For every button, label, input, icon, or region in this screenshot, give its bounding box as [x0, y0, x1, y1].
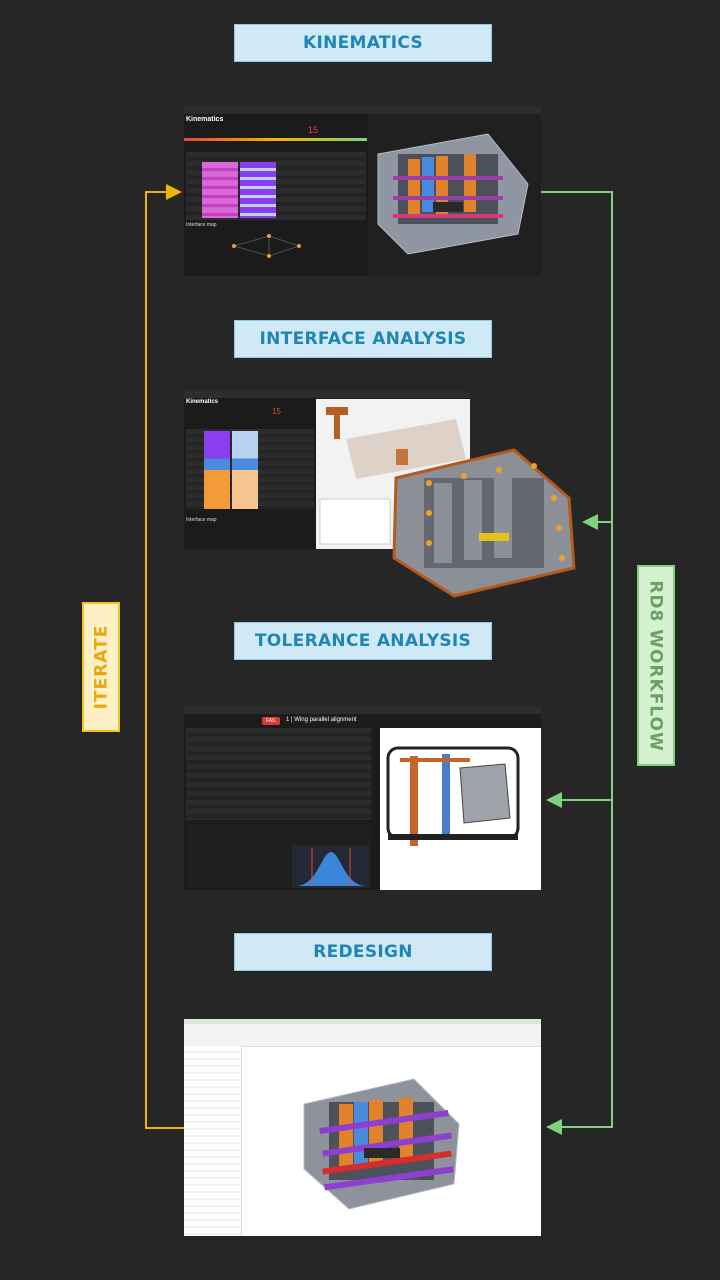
fail-badge: FAIL — [262, 717, 281, 725]
redesign-3d-model — [303, 1078, 460, 1210]
stage-label-text: TOLERANCE ANALYSIS — [254, 631, 472, 651]
rd8-workflow-label: RD8 WORKFLOW — [637, 565, 675, 766]
tolerance-analysis-screenshot: FAIL 1 | Wing parallel alignment — [184, 706, 541, 890]
stage-label-text: INTERFACE ANALYSIS — [259, 329, 467, 349]
tolerance-distribution-chart — [292, 846, 370, 888]
stage-label-text: REDESIGN — [313, 942, 413, 962]
stage-label-redesign: REDESIGN — [234, 933, 492, 971]
stage-label-tolerance-analysis: TOLERANCE ANALYSIS — [234, 622, 492, 660]
redesign-screenshot — [184, 1019, 541, 1236]
interface-overlay-model — [392, 448, 576, 598]
kinematics-3d-model — [377, 133, 529, 255]
interface-map-graph — [232, 234, 301, 258]
workflow-trunk-arrow — [541, 191, 613, 1135]
stage-label-kinematics: KINEMATICS — [234, 24, 492, 62]
interface-3d-parts — [319, 407, 466, 545]
iterate-text: ITERATE — [91, 624, 112, 710]
tolerance-title: 1 | Wing parallel alignment — [286, 717, 357, 723]
stage-label-text: KINEMATICS — [302, 33, 424, 53]
interface-map-label-2: Interface map — [186, 517, 217, 523]
workflow-text: RD8 WORKFLOW — [646, 579, 666, 752]
interface-kinematics-title: Kinematics — [186, 399, 219, 405]
interface-counter: 15 — [272, 407, 281, 416]
kinematics-counter: 15 — [308, 125, 319, 135]
kinematics-title: Kinematics — [186, 116, 224, 123]
iterate-label: ITERATE — [82, 602, 120, 732]
iterate-loop-arrow — [145, 184, 184, 1129]
interface-map-label: Interface map — [186, 222, 217, 228]
stage-label-interface-analysis: INTERFACE ANALYSIS — [234, 320, 492, 358]
kinematics-screenshot: Kinematics 15 Interface map — [184, 106, 541, 276]
tolerance-section-view — [386, 746, 520, 846]
